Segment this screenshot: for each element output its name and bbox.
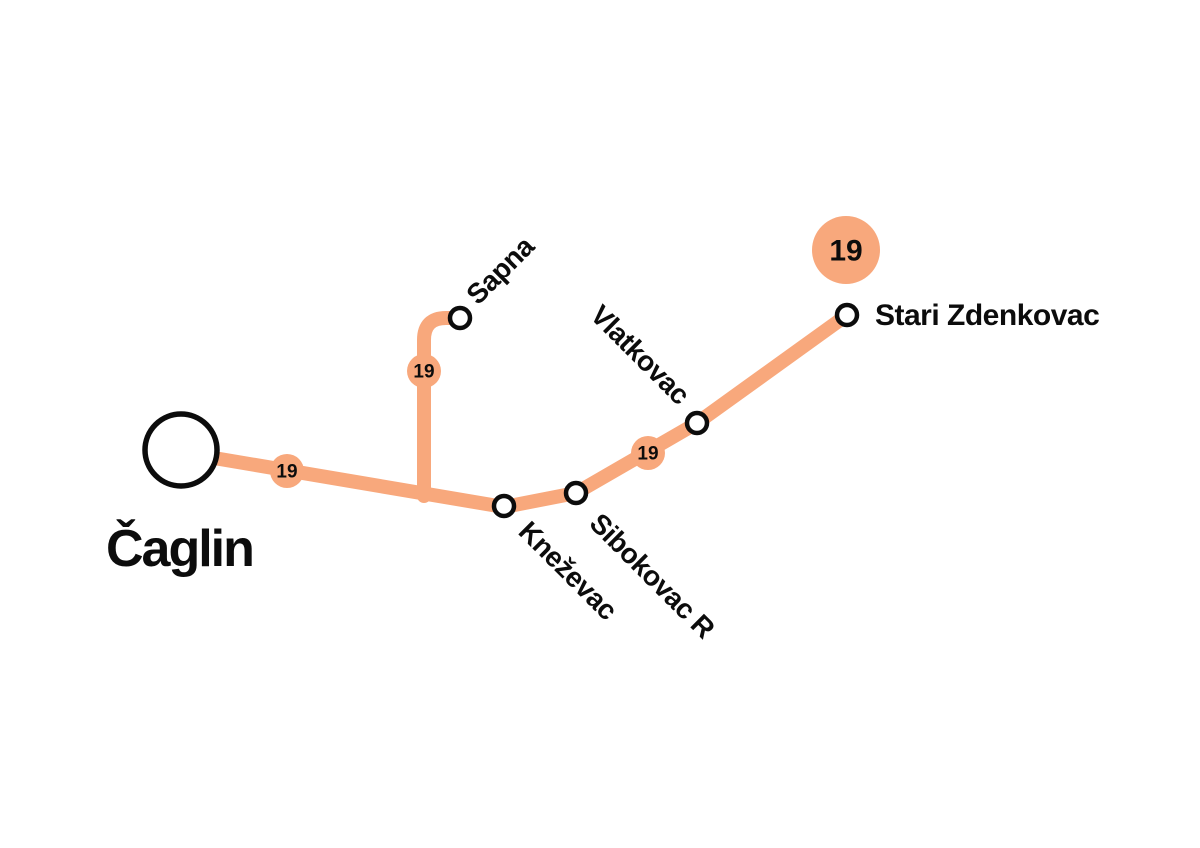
- stop-marker-stari-zdenkovac: [834, 302, 860, 328]
- stop-marker-sibokovac-r: [563, 480, 589, 506]
- stop-label-sibokovac-r: Sibokovac R: [584, 507, 721, 644]
- stop-label-sapna: Sapna: [460, 230, 540, 310]
- route-badge-large-text: 19: [829, 235, 862, 268]
- route-number-badge-circle: [270, 454, 304, 488]
- stop-label-stari-zdenkovac: Stari Zdenkovac: [875, 299, 1099, 332]
- route-number-badge-2: 19: [407, 354, 441, 388]
- stop-marker-sapna: [447, 305, 473, 331]
- route-number-badge-text: 19: [276, 462, 297, 483]
- terminus-label-caglin: Čaglin: [106, 519, 253, 578]
- route-line-main: [207, 308, 854, 514]
- route-badge-large: 19: [812, 216, 880, 284]
- stop-marker-knezevac: [491, 493, 517, 519]
- route-line-branch-sapna: [417, 311, 465, 503]
- route-number-badge-3: 19: [631, 436, 665, 470]
- route-number-badge-text: 19: [637, 444, 658, 465]
- stop-label-vlatkovac: Vlatkovac: [584, 299, 695, 410]
- stop-marker-vlatkovac: [684, 410, 710, 436]
- route-number-badge-circle: [631, 436, 665, 470]
- route-badge-large-circle: [812, 216, 880, 284]
- route-number-badge-text: 19: [413, 362, 434, 383]
- terminus-marker-caglin: [142, 411, 220, 489]
- route-number-badge-1: 19: [270, 454, 304, 488]
- route-number-badge-circle: [407, 354, 441, 388]
